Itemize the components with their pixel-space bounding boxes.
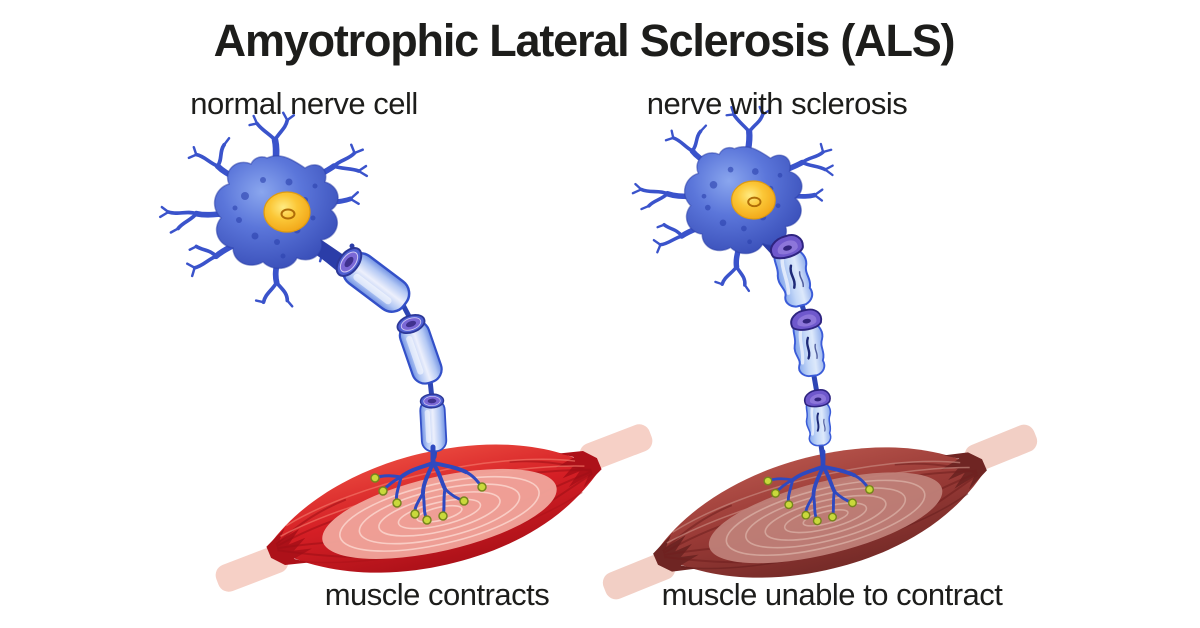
- label-nerve-with-sclerosis: nerve with sclerosis: [646, 86, 908, 121]
- normal-neuron-illustration: [160, 113, 486, 524]
- tendon: [602, 552, 676, 600]
- diagram-title: Amyotrophic Lateral Sclerosis (ALS): [213, 15, 956, 66]
- atrophied-muscle-illustration: [602, 424, 1038, 600]
- caption-muscle-contracts: muscle contracts: [324, 577, 550, 612]
- tendon: [964, 424, 1038, 472]
- normal-axon-myelin: [329, 241, 448, 460]
- tendon: [579, 424, 653, 471]
- label-normal-nerve-cell: normal nerve cell: [190, 86, 418, 121]
- tendon: [215, 545, 289, 592]
- sclerotic-axon-segments: [766, 230, 835, 462]
- normal-neuron-soma: [213, 154, 340, 270]
- caption-muscle-unable-to-contract: muscle unable to contract: [661, 577, 1003, 612]
- sclerotic-neuron-illustration: [624, 95, 873, 525]
